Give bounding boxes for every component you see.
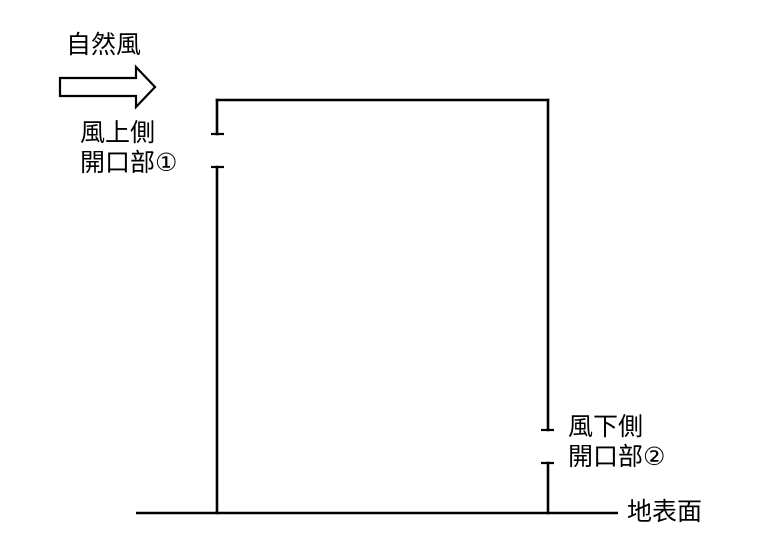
downwind-opening-label-line2: 開口部② bbox=[568, 442, 666, 471]
building-outline bbox=[215, 98, 550, 515]
upwind-opening-marks bbox=[211, 132, 224, 169]
downwind-opening-label-line1: 風下側 bbox=[568, 412, 644, 441]
upwind-opening-label-line2: 開口部① bbox=[80, 148, 178, 177]
downwind-opening-marks bbox=[541, 428, 554, 465]
ground-label: 地表面 bbox=[627, 497, 703, 526]
wind-arrow-icon bbox=[58, 64, 157, 110]
upwind-opening-label-line1: 風上側 bbox=[80, 118, 156, 147]
wind-label: 自然風 bbox=[66, 30, 142, 59]
